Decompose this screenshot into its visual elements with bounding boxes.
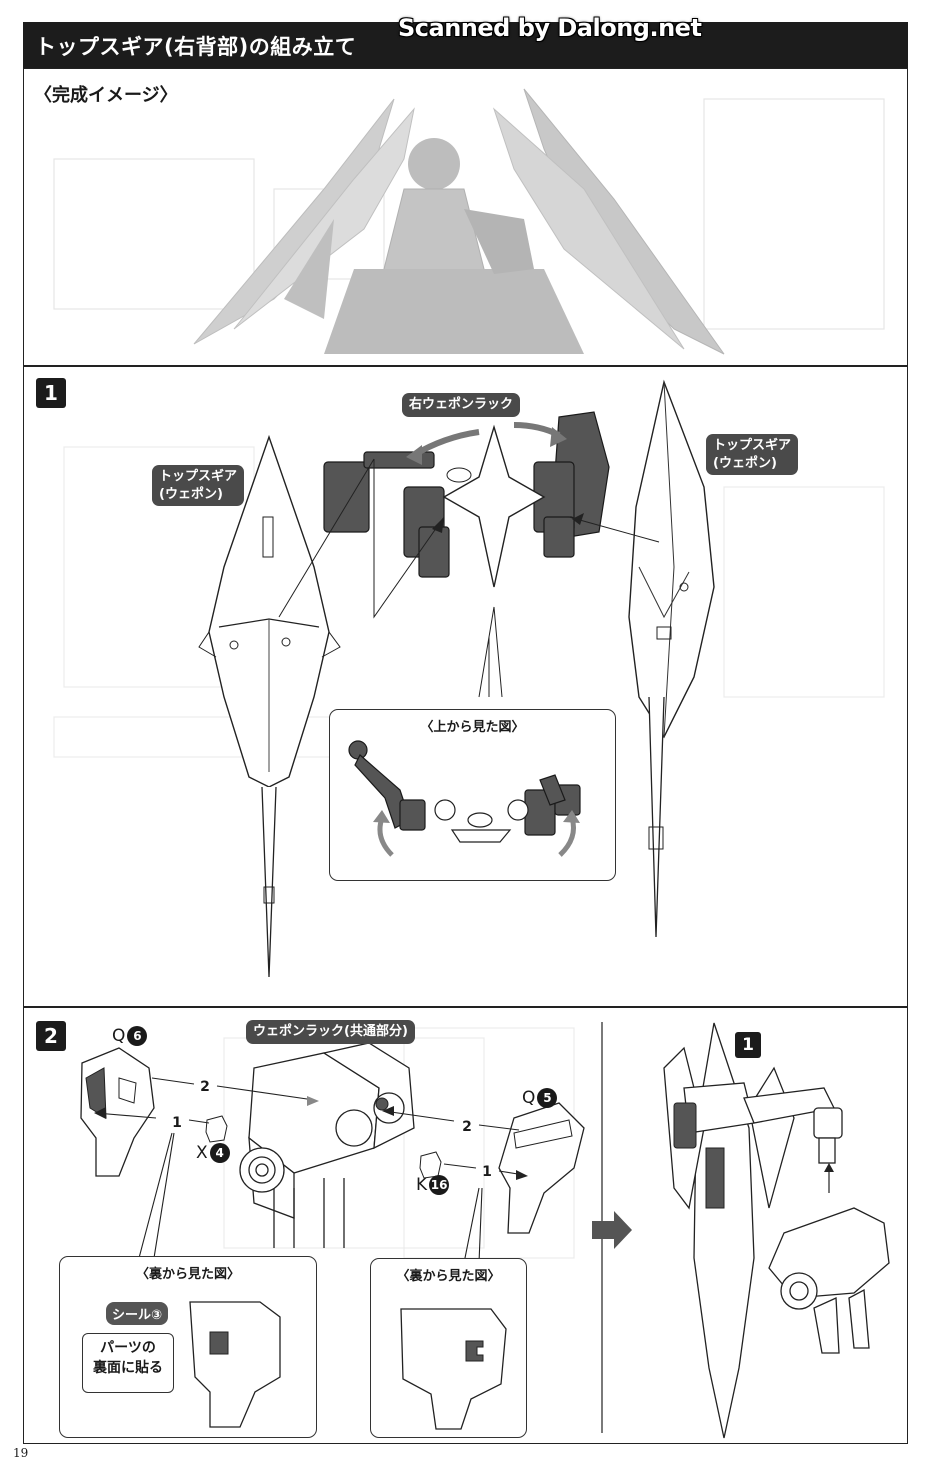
page-number: 19 (13, 1446, 29, 1460)
section-title: トップスギア(右背部)の組み立て (35, 35, 357, 59)
step-2-badge: 2 (36, 1021, 66, 1051)
part-k16-number: 16 (429, 1175, 450, 1195)
step-marker-2-left: 2 (200, 1079, 210, 1095)
back-view-left-illustration (189, 1301, 281, 1428)
step-marker-2-right: 2 (462, 1119, 472, 1135)
step-marker-1-left: 1 (172, 1115, 182, 1131)
tops-gear-weapon-label-right: トップスギア (ウェポン) (706, 434, 799, 476)
step-2-panel: 2 (23, 1007, 908, 1444)
part-q5: Q 5 (522, 1088, 558, 1108)
completed-figure-illustration (53, 88, 885, 355)
part-q6-letter: Q (112, 1026, 126, 1046)
part-x4-letter: X (196, 1143, 208, 1163)
top-view-label: 〈上から見た図〉 (420, 720, 525, 735)
part-x4: X 4 (196, 1143, 230, 1163)
back-view-left-label: 〈裏から見た図〉 (135, 1267, 240, 1282)
part-k16: K 16 (416, 1175, 450, 1195)
step-1-illustration (53, 379, 885, 978)
step-1-reference-badge: 1 (735, 1032, 761, 1058)
part-q6: Q 6 (112, 1026, 148, 1046)
back-view-right-illustration (400, 1308, 507, 1430)
step-2-illustration (80, 1022, 890, 1439)
weapon-rack-common-label: ウェポンラック(共通部分) (246, 1020, 415, 1044)
step-1-badge: 1 (36, 378, 66, 408)
part-k16-letter: K (416, 1175, 428, 1195)
part-x4-number: 4 (209, 1143, 230, 1163)
part-q5-number: 5 (537, 1088, 558, 1108)
back-view-right-inset: 〈裏から見た図〉 (370, 1258, 527, 1438)
tops-gear-weapon-label-left: トップスギア (ウェポン) (152, 465, 245, 507)
seal-note: パーツの 裏面に貼る (82, 1333, 174, 1393)
step-1-panel: 1 (23, 366, 908, 1007)
watermark-text: Scanned by Dalong.net (398, 14, 702, 42)
section-title-bar: トップスギア(右背部)の組み立て (23, 22, 908, 68)
right-weapon-rack-label: 右ウェポンラック (402, 393, 521, 417)
part-q6-number: 6 (127, 1026, 148, 1046)
seal-3-label: シール③ (106, 1302, 169, 1325)
completed-image-panel: 〈完成イメージ〉 (23, 68, 908, 366)
top-view-inset: 〈上から見た図〉 (329, 709, 616, 881)
completed-image-heading: 〈完成イメージ〉 (34, 85, 178, 106)
part-q5-letter: Q (522, 1088, 536, 1108)
top-view-illustration (348, 740, 581, 857)
back-view-right-label: 〈裏から見た図〉 (396, 1269, 501, 1284)
step-marker-1-right: 1 (482, 1164, 492, 1180)
